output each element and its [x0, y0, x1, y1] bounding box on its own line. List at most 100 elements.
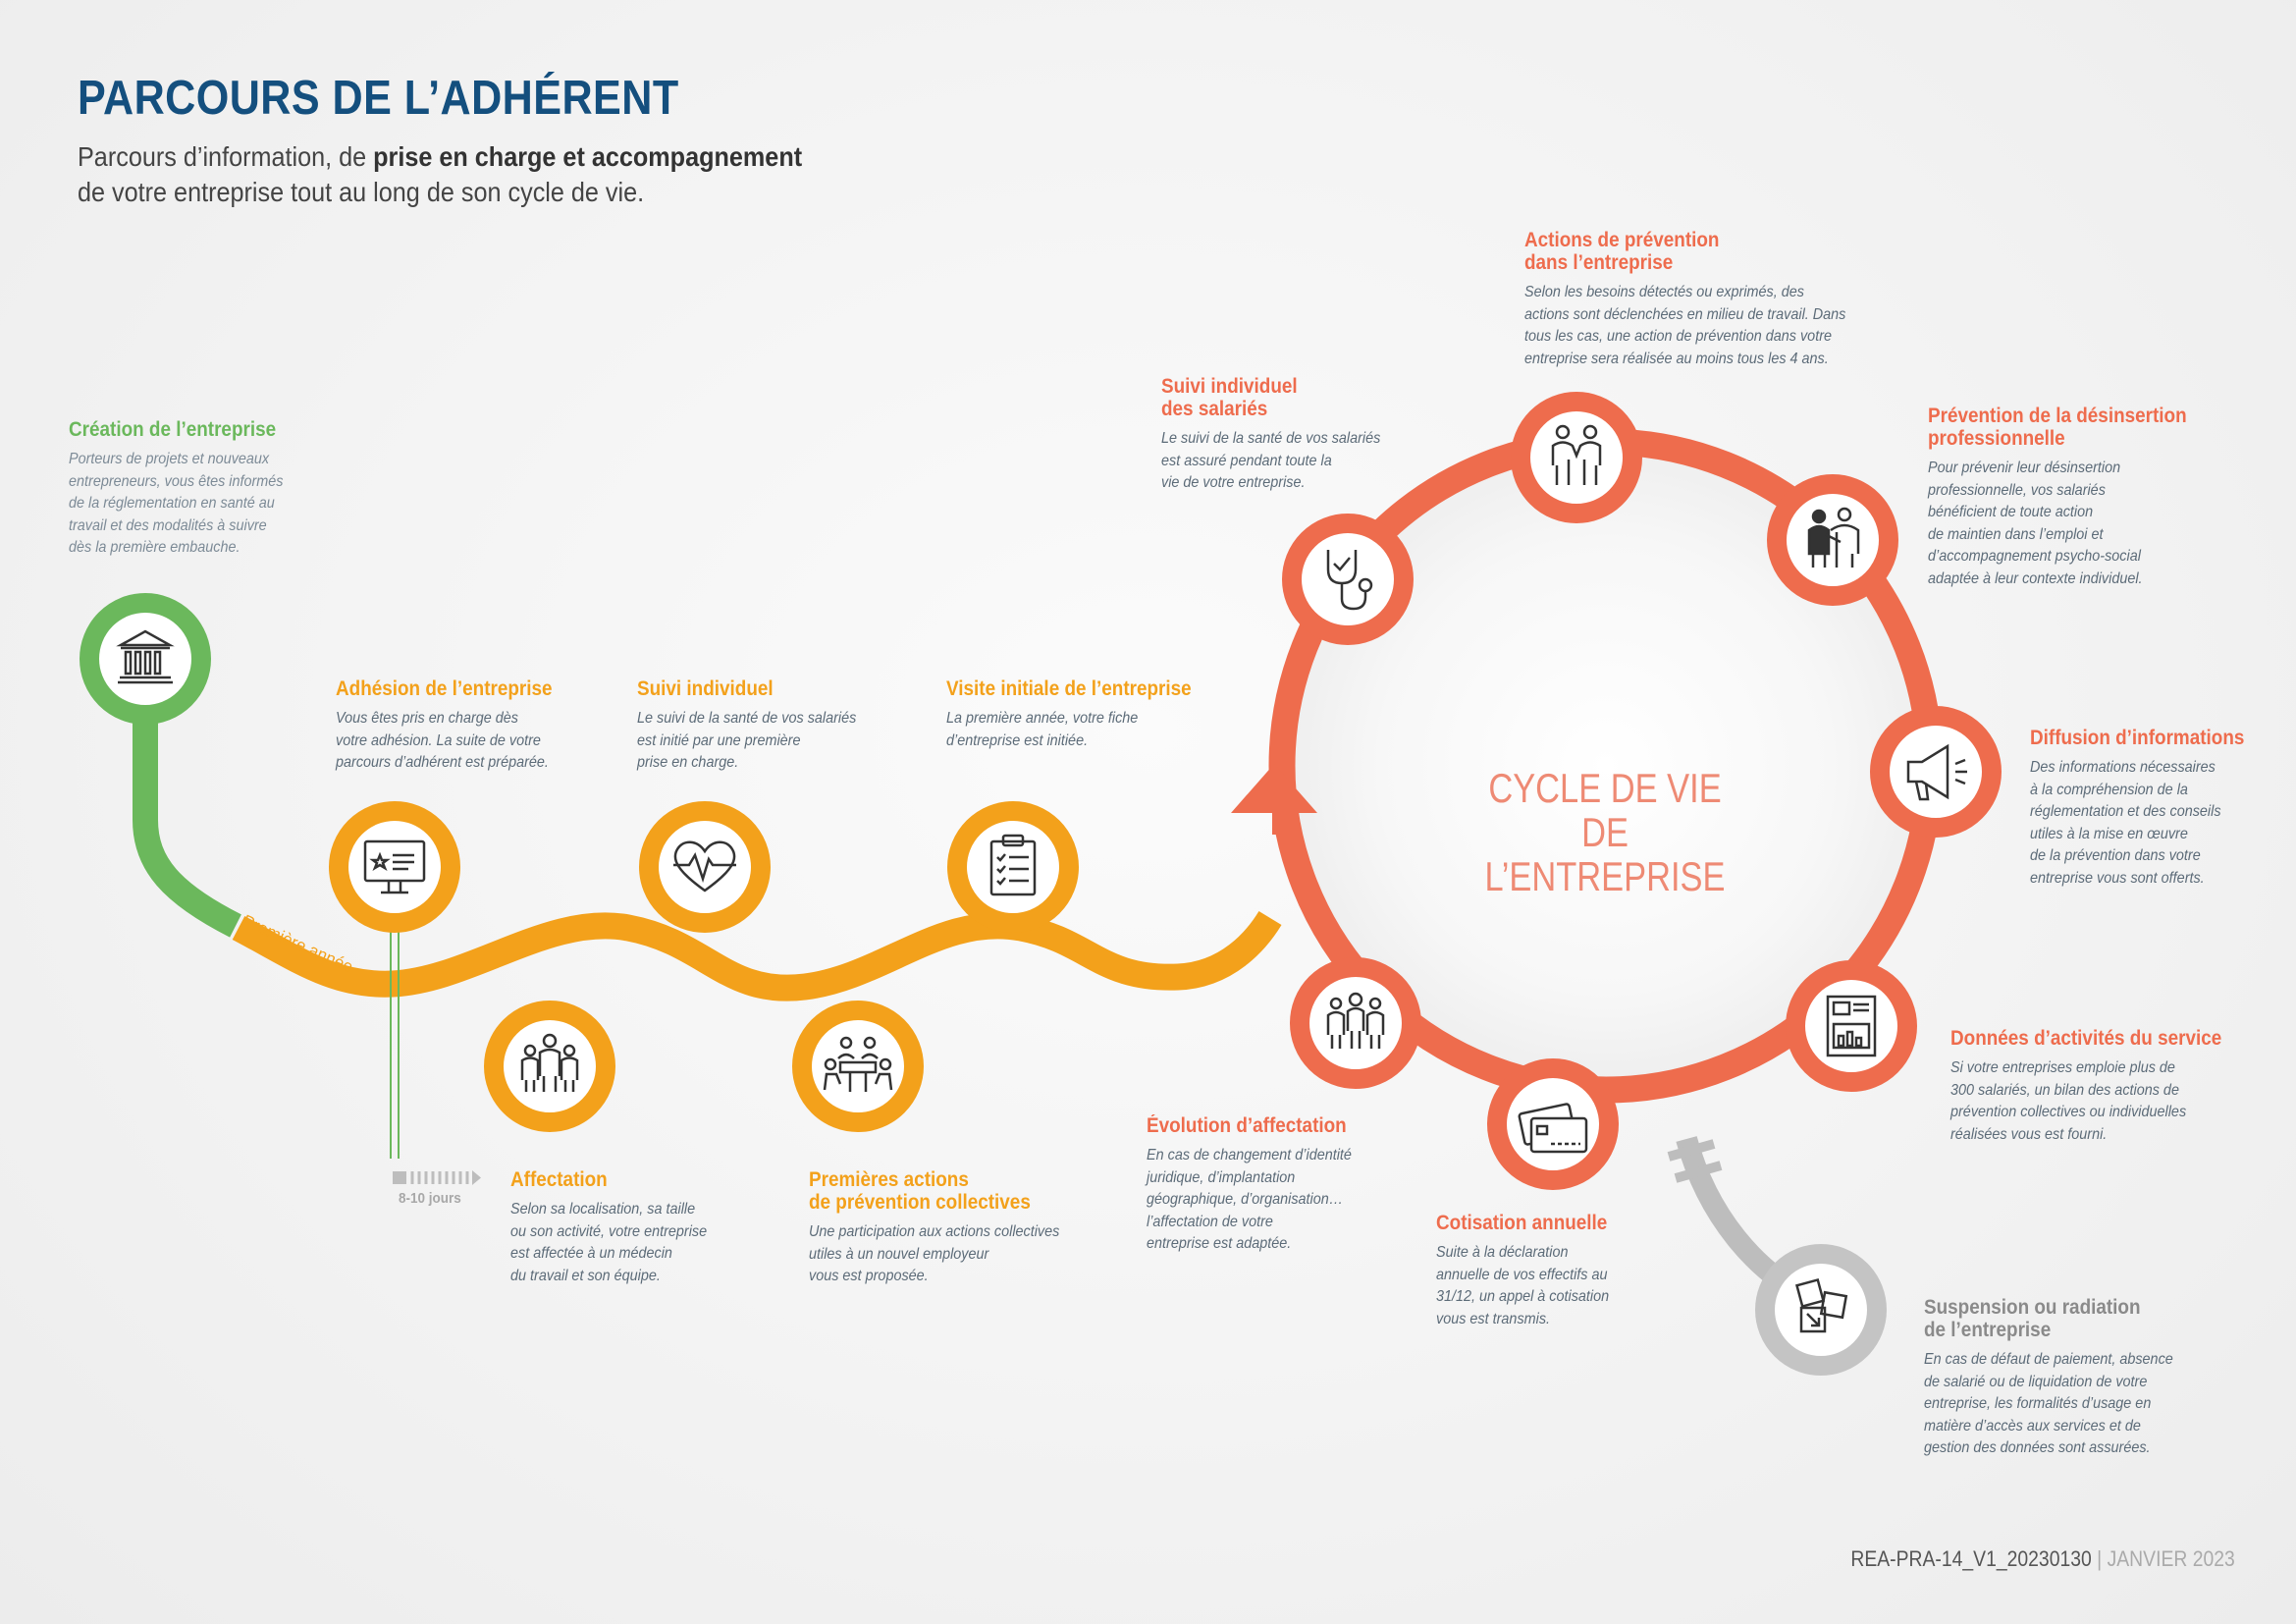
suivi-title: Suivi individuel [637, 677, 774, 700]
desinsertion-desc-line: bénéficient de toute action [1928, 504, 2094, 520]
two-people-icon [1551, 424, 1602, 485]
suivi-salaries-title-line-1: Suivi individuel [1161, 375, 1298, 398]
heartbeat-icon [673, 840, 736, 893]
affectation-desc-line: est affectée à un médecin [510, 1245, 672, 1262]
desinsertion-desc-line: Pour prévenir leur désinsertion [1928, 460, 2121, 476]
donnees-title: Données d’activités du service [1950, 1027, 2222, 1050]
premieres-desc-line: vous est proposée. [809, 1268, 929, 1284]
meeting-icon [823, 1036, 893, 1092]
premieres-title-line-2: de prévention collectives [809, 1191, 1031, 1214]
diffusion-desc: Des informations nécessaires à la compré… [2030, 757, 2260, 890]
actions-desc-line: Selon les besoins détectés ou exprimés, … [1524, 284, 1804, 300]
suivi-desc: Le suivi de la santé de vos salariés est… [637, 708, 902, 775]
suivi-salaries-desc-line: Le suivi de la santé de vos salariés [1161, 430, 1381, 447]
actions-block: Actions de prévention dans l’entreprise … [1524, 229, 1917, 370]
desinsertion-block: Prévention de la désinsertion profession… [1928, 405, 2262, 590]
creation-title: Création de l’entreprise [69, 418, 277, 441]
suivi-salaries-desc-line: vie de votre entreprise. [1161, 474, 1306, 491]
visite-desc-line: La première année, votre fiche [946, 710, 1139, 727]
building-icon [116, 629, 175, 684]
suivi-block: Suivi individuel Le suivi de la santé de… [637, 677, 932, 775]
donnees-node [1786, 960, 1917, 1092]
evolution-desc-line: En cas de changement d’identité [1147, 1147, 1352, 1164]
footer-ref: REA-PRA-14_V1_20230130 [1850, 1546, 2092, 1571]
cycle-arrow-stem [1272, 795, 1294, 835]
diffusion-title: Diffusion d’informations [2030, 727, 2245, 749]
desinsertion-desc-line: adaptée à leur contexte individuel. [1928, 569, 2143, 587]
creation-desc: Porteurs de projets et nouveaux entrepre… [69, 449, 334, 560]
actions-title: Actions de prévention dans l’entreprise [1524, 229, 1878, 274]
page-title: PARCOURS DE L’ADHÉRENT [78, 72, 679, 125]
subtitle-text: Parcours d’information, de [78, 141, 374, 172]
grey-branch-tick-1 [1667, 1139, 1716, 1162]
group-icon [1326, 992, 1385, 1049]
orange-path [232, 910, 1282, 1001]
donnees-desc-line: réalisées vous est fourni. [1950, 1125, 2108, 1143]
desinsertion-title-line-1: Prévention de la désinsertion [1928, 405, 2187, 427]
creation-desc-line: travail et des modalités à suivre [69, 516, 267, 534]
suspension-title-line-2: de l’entreprise [1924, 1319, 2052, 1341]
diffusion-node [1870, 706, 2002, 838]
visite-block: Visite initiale de l’entreprise La premi… [946, 677, 1260, 752]
creation-node [80, 593, 211, 725]
creation-desc-line: dès la première embauche. [69, 539, 240, 556]
creation-desc-line: entrepreneurs, vous êtes informés [69, 472, 284, 490]
desinsertion-title: Prévention de la désinsertion profession… [1928, 405, 2228, 450]
desinsertion-node [1767, 474, 1898, 606]
diffusion-block: Diffusion d’informations Des information… [2030, 727, 2285, 890]
cycle-background [1282, 442, 1930, 1090]
affectation-desc: Selon sa localisation, sa taille ou son … [510, 1199, 775, 1287]
days-timeline [393, 1170, 481, 1185]
suivi-salaries-desc: Le suivi de la santé de vos salariés est… [1161, 428, 1426, 495]
premieres-title-line-1: Premières actions [809, 1168, 969, 1191]
cotisation-desc: Suite à la déclaration annuelle de vos e… [1436, 1242, 1666, 1330]
diffusion-desc-line: entreprise vous sont offerts. [2030, 869, 2205, 887]
footer-reference: REA-PRA-14_V1_20230130 | JANVIER 2023 [1851, 1546, 2235, 1572]
support-people-icon [1807, 507, 1860, 568]
report-icon [1826, 995, 1877, 1057]
suivi-salaries-title-line-2: des salariés [1161, 398, 1268, 420]
days-label: 8-10 jours [399, 1190, 461, 1207]
desinsertion-title-line-2: professionnelle [1928, 427, 2065, 450]
premieres-node [792, 1001, 924, 1132]
premieres-desc-line: utiles à un nouvel employeur [809, 1245, 989, 1263]
suivi-salaries-desc-line: est assuré pendant toute la [1161, 452, 1332, 469]
donnees-block: Données d’activités du service Si votre … [1950, 1027, 2274, 1146]
monitor-icon [363, 839, 426, 894]
evolution-desc-line: entreprise est adaptée. [1147, 1235, 1292, 1252]
actions-node [1511, 392, 1642, 523]
suivi-desc-line: est initié par une première [637, 731, 801, 749]
cycle-arrow [1231, 764, 1317, 813]
boxes-icon [1794, 1277, 1848, 1333]
suspension-block: Suspension ou radiation de l’entreprise … [1924, 1296, 2248, 1460]
premieres-block: Premières actions de prévention collecti… [809, 1168, 1123, 1288]
suspension-node [1755, 1244, 1887, 1376]
donnees-desc-line: 300 salariés, un bilan des actions de [1950, 1081, 2179, 1099]
premieres-title: Premières actions de prévention collecti… [809, 1168, 1092, 1214]
affectation-desc-line: Selon sa localisation, sa taille [510, 1201, 696, 1218]
affectation-title: Affectation [510, 1168, 608, 1191]
evolution-node [1290, 957, 1421, 1089]
adhesion-desc-line: parcours d’adhérent est préparée. [336, 754, 549, 771]
creation-desc-line: Porteurs de projets et nouveaux [69, 451, 270, 467]
visite-desc: La première année, votre fiche d’entrepr… [946, 708, 1229, 752]
suivi-desc-line: prise en charge. [637, 754, 739, 771]
premieres-desc-line: Une participation aux actions collective… [809, 1223, 1060, 1240]
cotisation-node [1487, 1058, 1619, 1190]
adhesion-desc-line: Vous êtes pris en charge dès [336, 710, 518, 727]
cycle-label-line-2: DE L’ENTREPRISE [1484, 809, 1726, 899]
evolution-title: Évolution d’affectation [1147, 1114, 1347, 1137]
diffusion-desc-line: utiles à la mise en œuvre [2030, 825, 2188, 842]
adhesion-desc-line: votre adhésion. La suite de votre [336, 731, 541, 749]
suivi-salaries-block: Suivi individuel des salariés Le suivi d… [1161, 375, 1456, 495]
suspension-desc: En cas de défaut de paiement, absence de… [1924, 1349, 2216, 1460]
suspension-desc-line: matière d’accès aux services et de [1924, 1417, 2141, 1435]
affectation-desc-line: du travail et son équipe. [510, 1267, 661, 1284]
desinsertion-desc-line: d’accompagnement psycho-social [1928, 548, 2141, 565]
donnees-desc-line: prévention collectives ou individuelles [1950, 1104, 2187, 1120]
evolution-desc: En cas de changement d’identité juridiqu… [1147, 1145, 1412, 1256]
adhesion-node [329, 801, 460, 933]
actions-desc: Selon les besoins détectés ou exprimés, … [1524, 282, 1878, 370]
actions-title-line-1: Actions de prévention [1524, 229, 1720, 251]
cotisation-title: Cotisation annuelle [1436, 1212, 1608, 1234]
